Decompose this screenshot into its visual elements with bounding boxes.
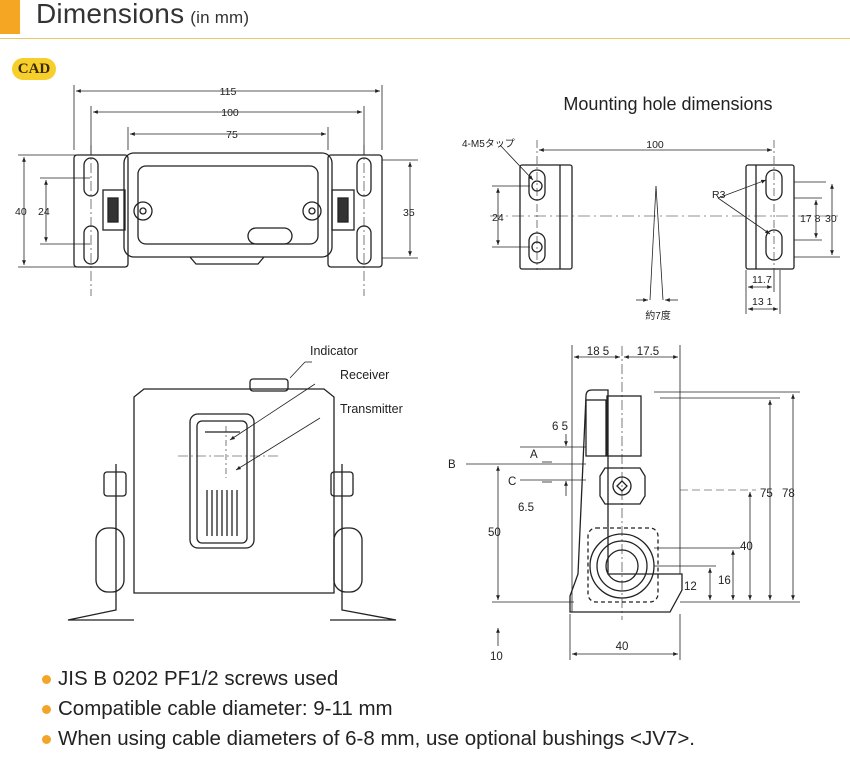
angle-label: 約7度 [645,309,671,322]
dim-16: 16 [718,575,731,587]
label-a: A [530,449,538,461]
bullet-icon [42,705,51,714]
dim-75: 75 [760,488,773,500]
header-accent-bar [0,0,20,34]
dim-115: 115 [220,86,237,98]
dim-75: 75 [226,129,238,141]
dim-13-1: 13 1 [752,296,773,308]
dim-100: 100 [221,107,239,119]
mounting-hole-view [490,140,840,314]
title-text: Dimensions [36,0,185,29]
dim-18-5: 18 5 [587,346,609,358]
dim-24: 24 [38,206,50,218]
page-title: Dimensions (in mm) [36,0,249,30]
slot-a: 17 8 [800,213,821,225]
note-item: When using cable diameters of 6-8 mm, us… [42,724,695,754]
bullet-icon [42,735,51,744]
mount-pitch: 100 [646,139,664,151]
cad-download-button[interactable]: CAD [12,58,56,80]
indicator-label: Indicator [310,344,358,358]
notes-list: JIS B 0202 PF1/2 screws used Compatible … [42,664,695,754]
dim-17-5: 17.5 [637,346,659,358]
slot-b: 30 [825,213,837,225]
header-divider [0,38,850,39]
note-text: JIS B 0202 PF1/2 screws used [58,667,339,690]
dim-78: 78 [782,488,795,500]
dim-6-5-top: 6 5 [552,421,568,433]
note-text: When using cable diameters of 6-8 mm, us… [58,727,695,750]
title-unit: (in mm) [190,8,250,27]
mount-spacing: 24 [492,212,504,224]
dim-40-side: 40 [740,541,753,553]
dim-40-width: 40 [616,641,629,653]
dim-40: 40 [15,206,27,218]
label-c: C [508,476,516,488]
dim-12: 12 [684,581,697,593]
note-item: Compatible cable diameter: 9-11 mm [42,694,695,724]
dim-6-5-bottom: 6.5 [518,502,534,514]
receiver-label: Receiver [340,368,389,382]
tap-label: 4-M5タップ [462,138,515,150]
label-b: B [448,459,456,471]
dim-35: 35 [403,207,415,219]
r-label: R3 [712,189,726,201]
front-view [18,85,418,296]
bullet-icon [42,675,51,684]
side-view [466,345,800,660]
mounting-title: Mounting hole dimensions [563,94,772,114]
dim-10: 10 [490,651,503,663]
perspective-view [67,361,397,621]
note-item: JIS B 0202 PF1/2 screws used [42,664,695,694]
dim-50: 50 [488,527,501,539]
transmitter-label: Transmitter [340,402,403,416]
note-text: Compatible cable diameter: 9-11 mm [58,697,393,720]
dim-11-7: 11.7 [752,274,772,286]
